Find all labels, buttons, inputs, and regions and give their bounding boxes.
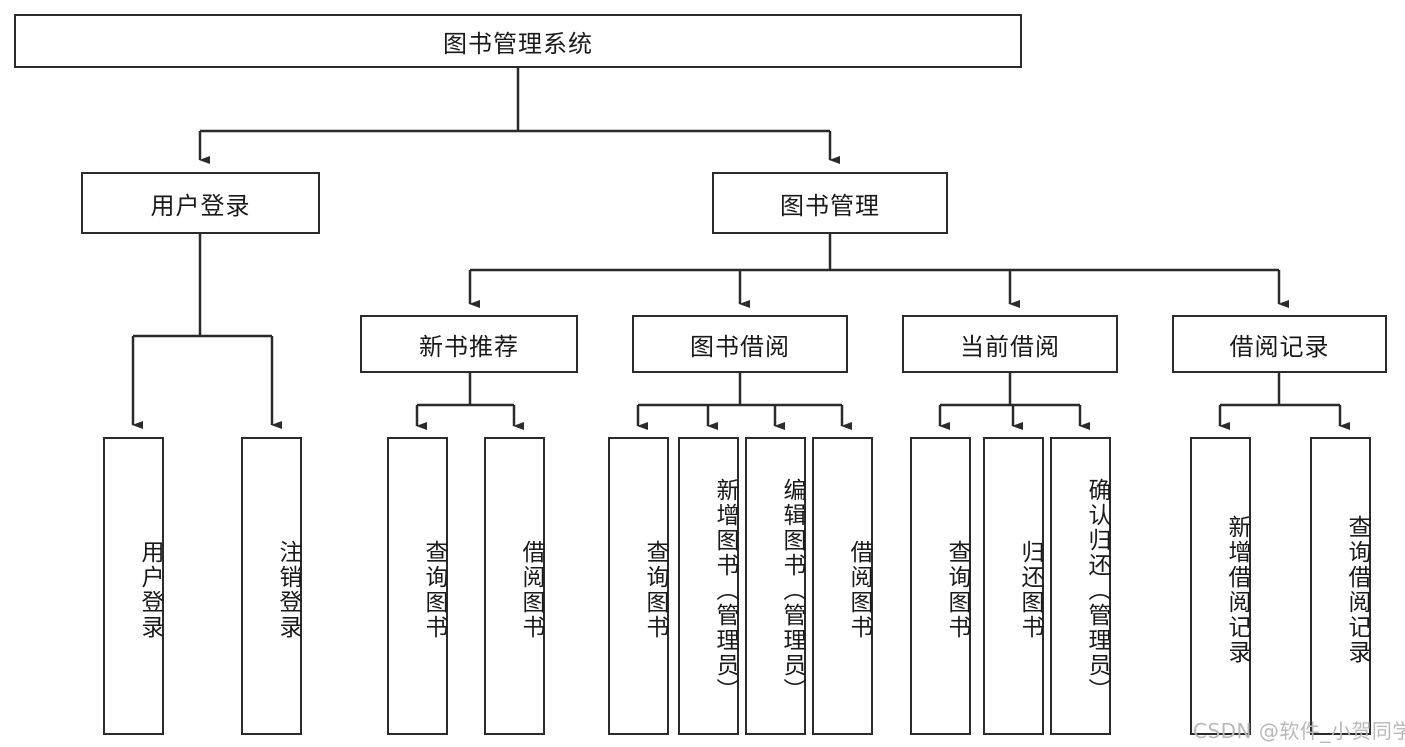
leaf-borrow-book-label: 借阅图书 (846, 540, 872, 640)
leaf-query-book-current-label: 查询图书 (944, 540, 970, 640)
leaf-user-login-label: 用户登录 (137, 540, 163, 640)
node-user-login[interactable]: 用户登录 (81, 172, 320, 234)
node-borrow-record-label: 借阅记录 (1229, 332, 1330, 361)
node-current-borrow-label: 当前借阅 (960, 332, 1060, 361)
leaf-borrow-book-newbook[interactable]: 借阅图书 (484, 437, 545, 735)
watermark: CSDN @软件_小贺同学 (1193, 715, 1405, 744)
leaf-query-book-borrow-label: 查询图书 (642, 540, 668, 640)
leaf-return-book[interactable]: 归还图书 (983, 437, 1044, 735)
leaf-add-borrow-record[interactable]: 新增借阅记录 (1190, 437, 1251, 735)
leaf-user-login[interactable]: 用户登录 (103, 437, 164, 735)
leaf-edit-book-admin[interactable]: 编辑图书（管理员） (745, 437, 806, 735)
node-book-borrow[interactable]: 图书借阅 (632, 315, 848, 373)
leaf-confirm-return-admin[interactable]: 确认归还（管理员） (1050, 437, 1111, 735)
leaf-query-book-borrow[interactable]: 查询图书 (608, 437, 669, 735)
leaf-confirm-return-admin-label: 确认归还（管理员） (1084, 477, 1110, 703)
node-book-borrow-label: 图书借阅 (690, 332, 790, 361)
node-new-book-recommend[interactable]: 新书推荐 (360, 315, 578, 373)
leaf-logout-label: 注销登录 (275, 540, 301, 640)
leaf-query-borrow-record-label: 查询借阅记录 (1344, 515, 1370, 665)
leaf-add-borrow-record-label: 新增借阅记录 (1224, 515, 1250, 665)
leaf-borrow-book-newbook-label: 借阅图书 (518, 540, 544, 640)
node-new-book-recommend-label: 新书推荐 (419, 332, 519, 361)
leaf-query-book-current[interactable]: 查询图书 (910, 437, 971, 735)
node-root[interactable]: 图书管理系统 (14, 14, 1022, 68)
leaf-query-borrow-record[interactable]: 查询借阅记录 (1310, 437, 1371, 735)
node-book-management-label: 图书管理 (780, 191, 880, 220)
leaf-add-book-admin-label: 新增图书（管理员） (712, 477, 738, 703)
watermark-text: CSDN @软件_小贺同学 (1193, 719, 1405, 743)
leaf-return-book-label: 归还图书 (1017, 540, 1043, 640)
node-book-management[interactable]: 图书管理 (712, 172, 948, 234)
node-root-label: 图书管理系统 (443, 29, 593, 58)
leaf-edit-book-admin-label: 编辑图书（管理员） (779, 477, 805, 703)
leaf-query-book-newbook-label: 查询图书 (421, 540, 447, 640)
leaf-borrow-book[interactable]: 借阅图书 (812, 437, 873, 735)
node-user-login-label: 用户登录 (150, 191, 251, 220)
leaf-logout[interactable]: 注销登录 (241, 437, 302, 735)
node-borrow-record[interactable]: 借阅记录 (1172, 315, 1387, 373)
leaf-query-book-newbook[interactable]: 查询图书 (387, 437, 448, 735)
node-current-borrow[interactable]: 当前借阅 (902, 315, 1118, 373)
leaf-add-book-admin[interactable]: 新增图书（管理员） (678, 437, 739, 735)
